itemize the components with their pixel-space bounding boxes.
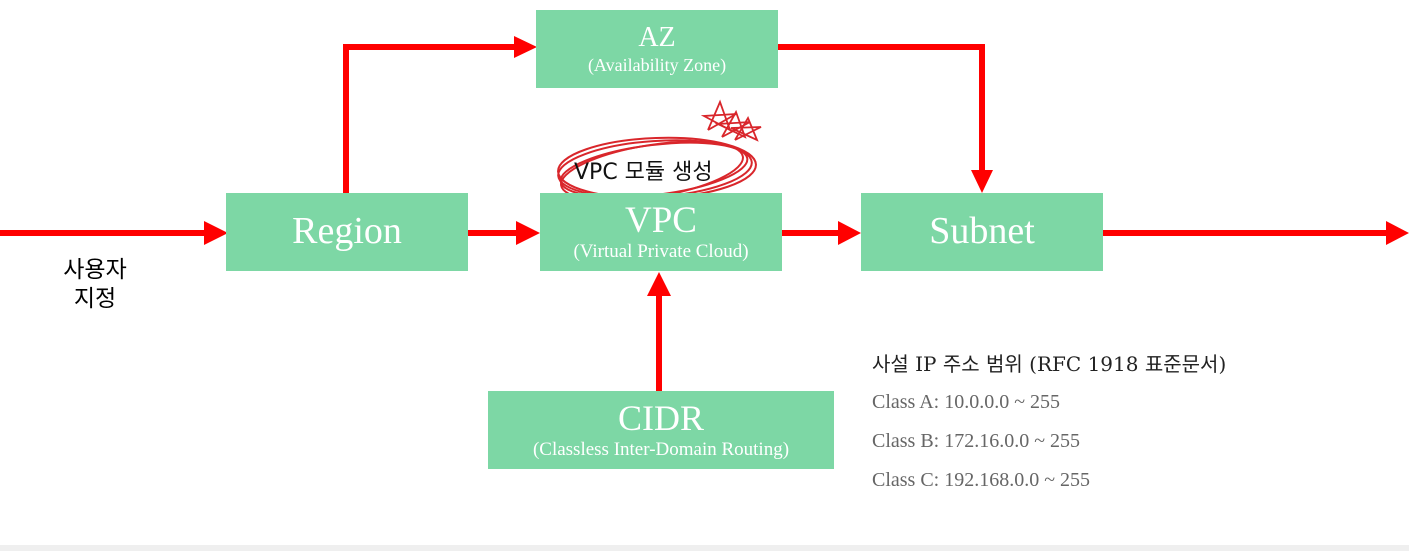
subnet-title: Subnet: [929, 210, 1035, 253]
arrowhead-output: [1386, 221, 1409, 245]
cidr-title: CIDR: [617, 398, 704, 439]
vpc-title: VPC: [625, 199, 697, 241]
region-node: Region: [226, 193, 468, 271]
class-b-range: Class B: 172.16.0.0 ~ 255: [872, 430, 1081, 452]
arrow-region-to-az: [343, 44, 518, 193]
annotation-star-scribble: [700, 99, 762, 142]
az-node: AZ (Availability Zone): [536, 10, 778, 88]
arrowhead-vpc-bottom: [647, 272, 671, 296]
cidr-subtitle: (Classless Inter-Domain Routing): [532, 438, 790, 460]
vpc-subtitle: (Virtual Private Cloud): [573, 241, 749, 263]
user-specified-label: 사용자 지정: [40, 256, 150, 314]
region-title: Region: [292, 210, 402, 253]
user-label-line2: 지정: [73, 286, 117, 312]
arrowhead-vpc: [516, 221, 540, 245]
arrowhead-region: [204, 221, 228, 245]
class-c-range: Class C: 192.168.0.0 ~ 255: [872, 469, 1091, 491]
cidr-node: CIDR (Classless Inter-Domain Routing): [488, 391, 834, 469]
arrowhead-az: [514, 36, 537, 58]
arrowhead-subnet-top: [971, 170, 993, 193]
arrow-az-to-subnet: [778, 44, 985, 172]
footer-divider: [0, 545, 1409, 551]
user-label-line1: 사용자: [63, 257, 127, 283]
private-ip-ranges: 사설 IP 주소 범위 (RFC 1918 표준문서) Class A: 10.…: [872, 348, 1226, 508]
arrowhead-subnet-left: [838, 221, 861, 245]
az-title: AZ: [638, 21, 676, 53]
az-subtitle: (Availability Zone): [587, 55, 727, 76]
vpc-module-annotation: VPC 모듈 생성: [574, 160, 713, 185]
vpc-node: VPC (Virtual Private Cloud): [540, 193, 782, 271]
subnet-node: Subnet: [861, 193, 1103, 271]
class-a-range: Class A: 10.0.0.0 ~ 255: [872, 391, 1061, 413]
private-ip-title: 사설 IP 주소 범위 (RFC 1918 표준문서): [872, 352, 1227, 376]
